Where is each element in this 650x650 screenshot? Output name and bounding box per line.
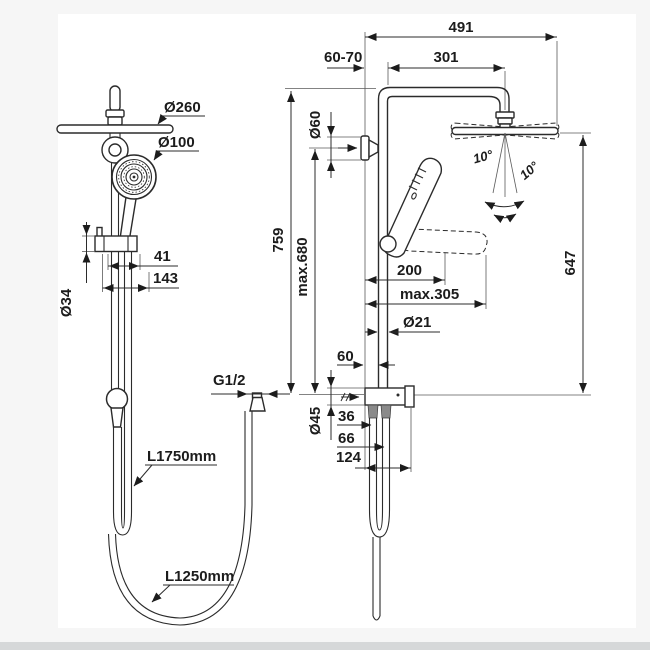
hand-shower-button bbox=[411, 192, 417, 200]
dim-label-143: 143 bbox=[153, 270, 178, 287]
dim-handshower-projection-max: max.305 bbox=[365, 286, 486, 308]
hand-shower-front bbox=[111, 154, 157, 249]
dim-label-41: 41 bbox=[154, 248, 171, 265]
dim-label-o60: Ø60 bbox=[307, 111, 324, 139]
dim-overall-width: 491 bbox=[365, 19, 557, 41]
dim-label-g12: G1/2 bbox=[213, 372, 246, 389]
dim-slider-max-height: max.680 bbox=[294, 149, 319, 393]
dim-arm-projection: 301 bbox=[388, 49, 505, 72]
dim-label-o21: Ø21 bbox=[403, 314, 431, 331]
dim-hose-long: L1750mm bbox=[133, 448, 217, 487]
hose-slider bbox=[105, 387, 129, 428]
dim-label-66: 66 bbox=[338, 430, 355, 447]
hoses-side bbox=[368, 418, 391, 621]
bottom-bar bbox=[0, 642, 650, 650]
diverter-block bbox=[94, 226, 138, 253]
hose-connector-g12 bbox=[249, 392, 266, 412]
dim-block-width: 143 bbox=[102, 254, 179, 292]
dim-flange-diameter: Ø60 bbox=[307, 111, 361, 178]
dim-wall-cup-diameter: Ø45 bbox=[307, 370, 365, 440]
hand-shower-side bbox=[379, 157, 443, 258]
dim-hose-offset-2: 66 bbox=[337, 430, 385, 451]
dim-label-o34: Ø34 bbox=[58, 288, 75, 317]
dim-hose-offset-1: 36 bbox=[337, 408, 372, 429]
dim-label-36: 36 bbox=[338, 408, 355, 425]
dim-head-to-bracket: 647 bbox=[562, 135, 587, 393]
dim-label-60: 60 bbox=[337, 348, 354, 365]
shower-hose-front bbox=[112, 248, 133, 536]
bracket-screw bbox=[396, 393, 400, 397]
dim-block-diameter: Ø34 bbox=[58, 222, 95, 317]
dim-label-tilt-left: 10° bbox=[471, 147, 495, 167]
wall-flange bbox=[338, 135, 379, 161]
supply-hose-loop bbox=[107, 411, 253, 626]
dim-label-l1750: L1750mm bbox=[147, 448, 216, 465]
dim-hose-short: L1250mm bbox=[151, 568, 234, 603]
dim-label-301: 301 bbox=[433, 49, 458, 66]
dim-rail-diameter: Ø21 bbox=[365, 314, 440, 336]
dim-label-o100: Ø100 bbox=[158, 134, 195, 151]
shower-arm-and-rail bbox=[377, 86, 510, 388]
rail-slider-ball bbox=[379, 235, 397, 253]
dim-label-l1250: L1250mm bbox=[165, 568, 234, 585]
hose-outlet-2 bbox=[380, 404, 392, 419]
dim-label-60-70: 60-70 bbox=[324, 49, 362, 66]
slide-rail-front bbox=[110, 161, 120, 404]
tilt-annotation: 10° 10° bbox=[471, 132, 542, 224]
dim-overhead-diameter: Ø260 bbox=[157, 99, 205, 125]
dim-label-o45: Ø45 bbox=[307, 407, 324, 435]
dim-label-647: 647 bbox=[562, 250, 579, 275]
dim-block-offset: 41 bbox=[107, 248, 178, 270]
dim-rail-height: 759 bbox=[270, 91, 295, 393]
dim-label-o260: Ø260 bbox=[164, 99, 201, 116]
dim-handshower-projection: 200 bbox=[365, 262, 445, 284]
dim-label-200: 200 bbox=[397, 262, 422, 279]
dim-label-max680: max.680 bbox=[294, 237, 311, 296]
dim-bracket-width: 124 bbox=[336, 449, 411, 472]
dim-label-124: 124 bbox=[336, 449, 362, 466]
dim-label-759: 759 bbox=[270, 227, 287, 252]
dim-hose-thread: G1/2 bbox=[211, 372, 290, 398]
dim-handshower-diameter: Ø100 bbox=[153, 134, 199, 161]
overhead-shower-front bbox=[56, 85, 174, 164]
dim-label-max305: max.305 bbox=[400, 286, 459, 303]
dim-bracket-offset: 60 bbox=[337, 348, 395, 369]
hose-outlet-1 bbox=[367, 404, 379, 419]
dim-label-491: 491 bbox=[448, 19, 473, 36]
side-view: 10° 10° bbox=[270, 19, 591, 621]
front-view: Ø260 Ø100 Ø34 41 bbox=[56, 85, 290, 626]
